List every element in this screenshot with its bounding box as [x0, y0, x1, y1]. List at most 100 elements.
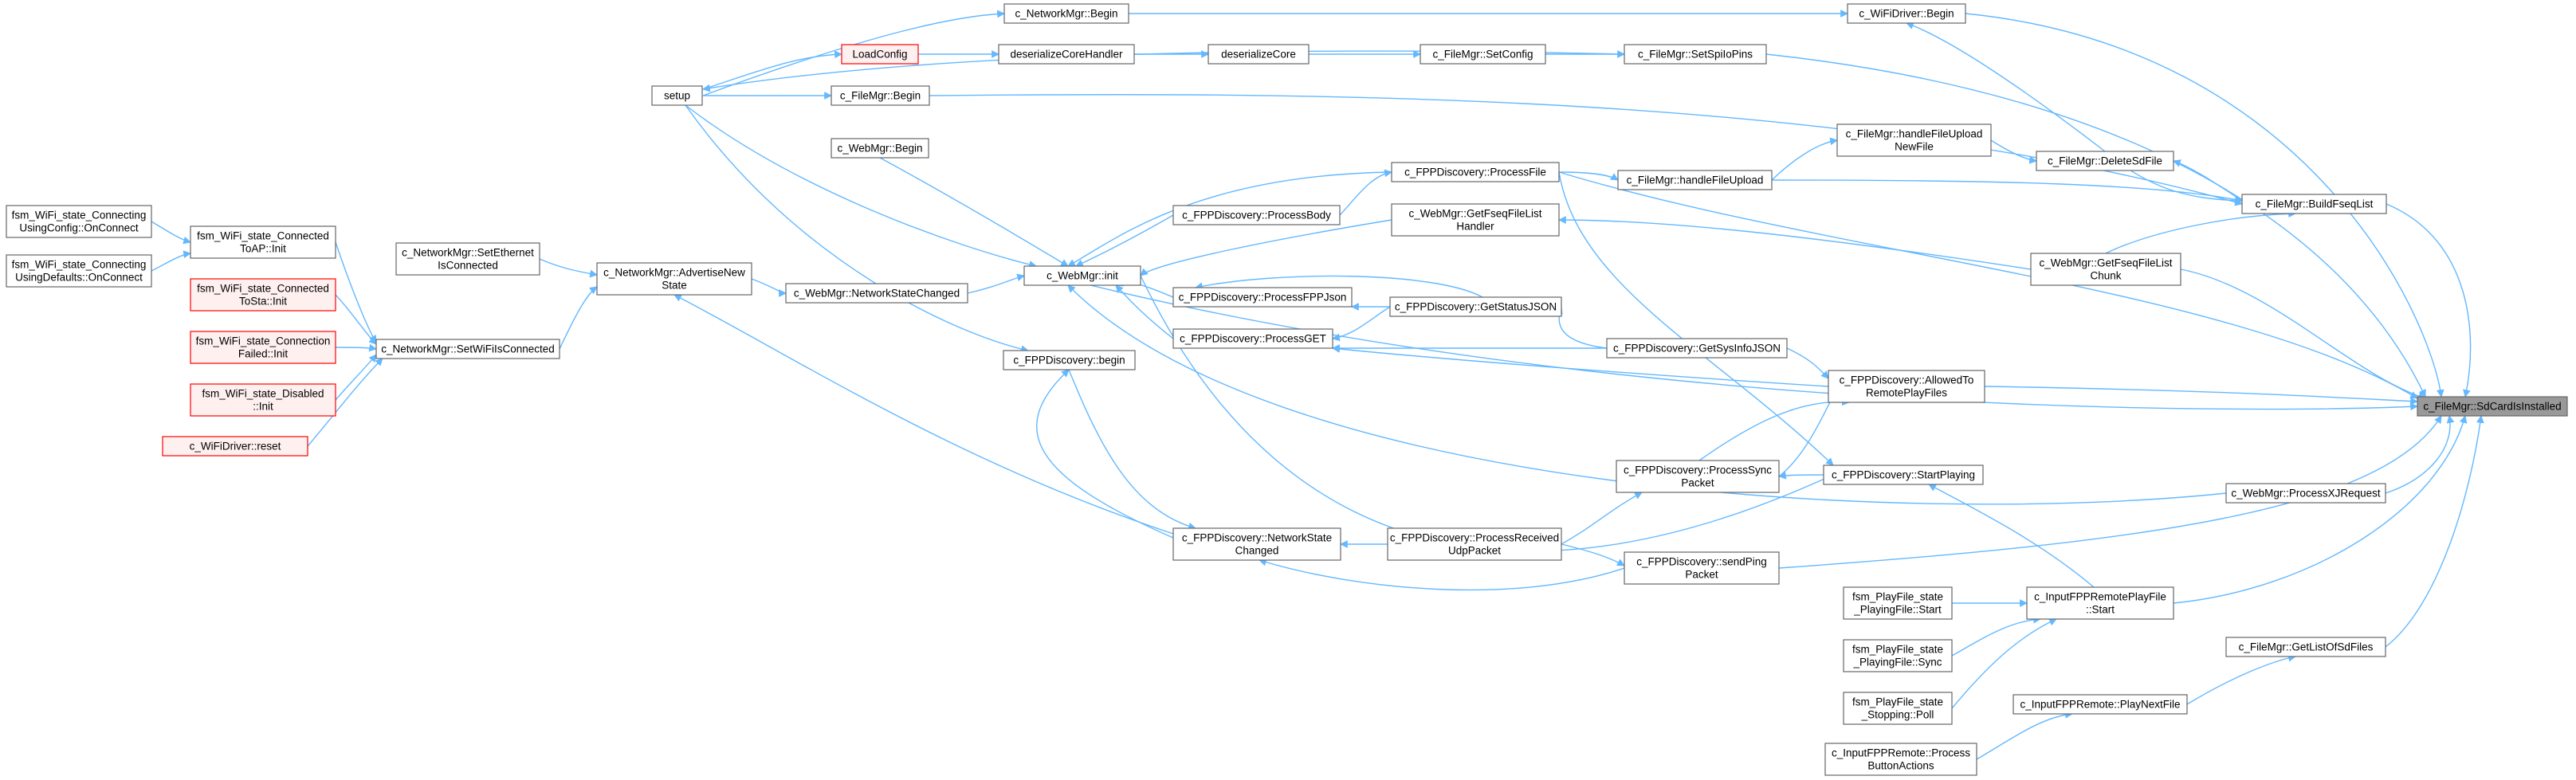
node-label: c_InputFPPRemote::Process — [1832, 747, 1970, 759]
node-label: c_FileMgr::DeleteSdFile — [2048, 155, 2162, 167]
node-box — [375, 339, 560, 359]
node-label: c_FileMgr::handleFileUpload — [1846, 128, 1983, 140]
node-networkmgr-setwifiisconnected[interactable]: c_NetworkMgr::SetWiFiIsConnected — [375, 339, 560, 359]
node-box — [1003, 3, 1129, 24]
node-filemgr-sdcardisinstalled[interactable]: c_FileMgr::SdCardIsInstalled — [2417, 396, 2568, 417]
node-label: LoadConfig — [852, 49, 907, 61]
node-box — [1208, 44, 1310, 65]
call-edge-74 — [2186, 653, 2296, 705]
call-edge-0 — [1965, 13, 2444, 398]
call-edge-47 — [751, 278, 787, 297]
node-label: c_FileMgr::SdCardIsInstalled — [2423, 401, 2561, 413]
node-fsm-disabled[interactable]: fsm_WiFi_state_Disabled::Init — [190, 383, 336, 417]
node-box — [1172, 527, 1341, 561]
node-box — [1023, 265, 1141, 286]
node-filemgr-setspiiopins[interactable]: c_FileMgr::SetSpiIoPins — [1624, 44, 1767, 65]
call-edge-55 — [335, 354, 377, 401]
node-fppdiscovery-processget[interactable]: c_FPPDiscovery::ProcessGET — [1172, 328, 1333, 349]
node-filemgr-handlefileupload[interactable]: c_FileMgr::handleFileUpload — [1617, 170, 1773, 190]
node-label: ToSta::Init — [239, 296, 287, 308]
call-edge-29 — [1906, 22, 2106, 152]
node-wifidriver-begin[interactable]: c_WiFiDriver::Begin — [1847, 3, 1966, 24]
node-fppdiscovery-processfppjson[interactable]: c_FPPDiscovery::ProcessFPPJson — [1172, 287, 1353, 308]
node-label: _PlayingFile::Start — [1853, 604, 1942, 616]
node-label: UsingDefaults::OnConnect — [15, 272, 143, 284]
node-box — [2026, 586, 2174, 620]
node-wifidriver-reset[interactable]: c_WiFiDriver::reset — [162, 436, 308, 457]
node-deserializecore[interactable]: deserializeCore — [1208, 44, 1310, 65]
node-fsm-stopping-poll[interactable]: fsm_PlayFile_state_Stopping::Poll — [1843, 692, 1953, 725]
node-fsm-connecting-defaults[interactable]: fsm_WiFi_state_ConnectingUsingDefaults::… — [6, 254, 152, 288]
node-loadconfig[interactable]: LoadConfig — [841, 44, 919, 65]
call-edge-25 — [1771, 137, 1838, 181]
node-inputfppremote-playnextfile[interactable]: c_InputFPPRemote::PlayNextFile — [2012, 694, 2188, 715]
node-label: fsm_WiFi_state_Connected — [197, 230, 329, 242]
node-filemgr-setconfig[interactable]: c_FileMgr::SetConfig — [1420, 44, 1546, 65]
node-label: c_FPPDiscovery::StartPlaying — [1832, 469, 1975, 481]
call-edge-31 — [2105, 210, 2296, 254]
call-edge-10 — [2385, 415, 2484, 648]
node-webmgr-init[interactable]: c_WebMgr::init — [1023, 265, 1141, 286]
node-webmgr-begin[interactable]: c_WebMgr::Begin — [831, 138, 929, 159]
node-webmgr-processxjrequest[interactable]: c_WebMgr::ProcessXJRequest — [2225, 483, 2386, 504]
node-box — [1624, 44, 1767, 65]
node-fppdiscovery-processfile[interactable]: c_FPPDiscovery::ProcessFile — [1391, 162, 1560, 182]
node-fsm-playingfile-sync[interactable]: fsm_PlayFile_state_PlayingFile::Sync — [1843, 639, 1953, 672]
node-fsm-connecting-config[interactable]: fsm_WiFi_state_ConnectingUsingConfig::On… — [6, 205, 152, 238]
node-label: _Stopping::Poll — [1861, 709, 1934, 721]
node-fsm-playingfile-start[interactable]: fsm_PlayFile_state_PlayingFile::Start — [1843, 586, 1953, 620]
node-filemgr-buildfseqlist[interactable]: c_FileMgr::BuildFseqList — [2241, 194, 2387, 214]
node-label: c_WebMgr::init — [1046, 270, 1118, 282]
call-edge-57 — [1140, 275, 1834, 552]
node-webmgr-networkstatechanged[interactable]: c_WebMgr::NetworkStateChanged — [785, 283, 968, 304]
node-label: c_FPPDiscovery::NetworkState — [1182, 532, 1332, 544]
node-label: c_NetworkMgr::AdvertiseNew — [603, 267, 745, 279]
node-fppdiscovery-getsysinfojson[interactable]: c_FPPDiscovery::GetSysInfoJSON — [1606, 338, 1788, 359]
node-fppdiscovery-getstatusjson[interactable]: c_FPPDiscovery::GetStatusJSON — [1389, 296, 1562, 317]
node-label: IsConnected — [438, 260, 498, 272]
call-edge-15 — [685, 104, 1029, 353]
node-box — [1172, 287, 1353, 308]
graph-nodes: setup c_NetworkMgr::Begin c_WiFiDriver::Be… — [6, 3, 2568, 776]
node-fppdiscovery-startplaying[interactable]: c_FPPDiscovery::StartPlaying — [1823, 464, 1984, 485]
node-label: fsm_PlayFile_state — [1852, 696, 1943, 708]
node-box — [1391, 203, 1560, 237]
node-label: Changed — [1235, 545, 1279, 557]
node-filemgr-getlistofsdfiles[interactable]: c_FileMgr::GetListOfSdFiles — [2225, 637, 2386, 657]
node-label: deserializeCore — [1221, 49, 1296, 61]
node-label: c_FPPDiscovery::ProcessReceived — [1390, 532, 1559, 544]
node-filemgr-deletesdfile[interactable]: c_FileMgr::DeleteSdFile — [2036, 151, 2174, 171]
node-label: c_FPPDiscovery::GetStatusJSON — [1395, 301, 1557, 313]
node-label: c_FileMgr::Begin — [840, 90, 921, 102]
node-fppdiscovery-processbody[interactable]: c_FPPDiscovery::ProcessBody — [1172, 205, 1341, 225]
node-fppdiscovery-begin[interactable]: c_FPPDiscovery::begin — [1003, 350, 1136, 370]
node-label: setup — [664, 90, 690, 102]
node-label: c_FPPDiscovery::ProcessGET — [1180, 333, 1326, 345]
node-inputfppremoteplayfile-start[interactable]: c_InputFPPRemotePlayFile::Start — [2026, 586, 2174, 620]
node-fppdiscovery-networkstatechanged[interactable]: c_FPPDiscovery::NetworkStateChanged — [1172, 527, 1341, 561]
node-label: c_InputFPPRemote::PlayNextFile — [2020, 699, 2180, 711]
call-edge-32 — [1339, 169, 1392, 216]
node-networkmgr-begin[interactable]: c_NetworkMgr::Begin — [1003, 3, 1129, 24]
node-box — [1847, 3, 1966, 24]
node-label: fsm_WiFi_state_Connected — [197, 283, 329, 295]
node-filemgr-begin[interactable]: c_FileMgr::Begin — [831, 85, 930, 106]
node-box — [1836, 123, 1992, 157]
call-edge-34 — [1075, 214, 1174, 267]
call-edge-14 — [685, 104, 1037, 268]
node-deserializecorehandler[interactable]: deserializeCoreHandler — [998, 44, 1135, 65]
node-setup[interactable]: setup — [651, 85, 703, 106]
